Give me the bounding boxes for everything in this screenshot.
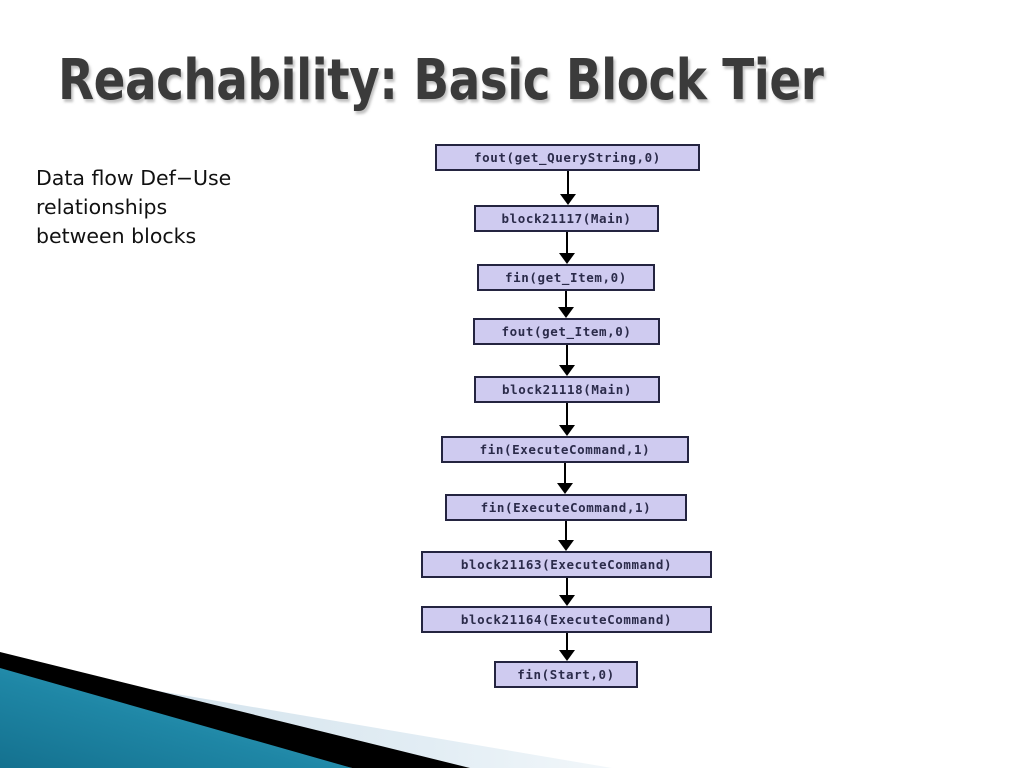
- graph-node[interactable]: fout(get_QueryString,0): [435, 144, 700, 171]
- body-text-line-1: Data flow Def−Use: [36, 166, 232, 190]
- graph-node[interactable]: fout(get_Item,0): [473, 318, 660, 345]
- graph-edge-arrowhead: [558, 595, 575, 606]
- graph-node[interactable]: block21164(ExecuteCommand): [421, 606, 712, 633]
- graph-node[interactable]: fin(ExecuteCommand,1): [441, 436, 689, 463]
- graph-node[interactable]: fin(Start,0): [494, 661, 638, 688]
- graph-edge-arrowhead: [559, 425, 575, 436]
- graph-edge-arrowhead: [557, 483, 573, 494]
- graph-edge-arrowhead: [558, 540, 574, 551]
- body-text-block: Data flow Def−Use relationships between …: [36, 164, 336, 251]
- graph-edge-arrowhead: [559, 194, 576, 205]
- body-text-line-2: relationships: [36, 195, 168, 219]
- page-title: Reachability: Basic Block Tier: [58, 48, 824, 113]
- graph-edge-arrowhead: [558, 650, 575, 661]
- graph-edge: [565, 578, 568, 597]
- graph-edge: [564, 463, 566, 485]
- graph-edge-arrowhead: [558, 307, 574, 318]
- graph-edge-arrowhead: [558, 365, 575, 376]
- graph-edge: [565, 633, 568, 652]
- graph-node[interactable]: fin(ExecuteCommand,1): [445, 494, 687, 521]
- graph-edge: [566, 171, 569, 196]
- decor-teal-triangle: [0, 668, 352, 768]
- graph-edge: [565, 291, 567, 309]
- graph-edge: [565, 232, 568, 255]
- graph-edge-arrowhead: [558, 253, 575, 264]
- body-text-line-3: between blocks: [36, 224, 197, 248]
- graph-node[interactable]: fin(get_Item,0): [477, 264, 655, 291]
- graph-node[interactable]: block21117(Main): [474, 205, 659, 232]
- graph-edge: [565, 521, 567, 542]
- graph-node[interactable]: block21118(Main): [474, 376, 660, 403]
- graph-edge: [566, 403, 568, 427]
- graph-edge: [565, 345, 568, 367]
- decor-black-stripe: [0, 652, 470, 768]
- graph-node[interactable]: block21163(ExecuteCommand): [421, 551, 712, 578]
